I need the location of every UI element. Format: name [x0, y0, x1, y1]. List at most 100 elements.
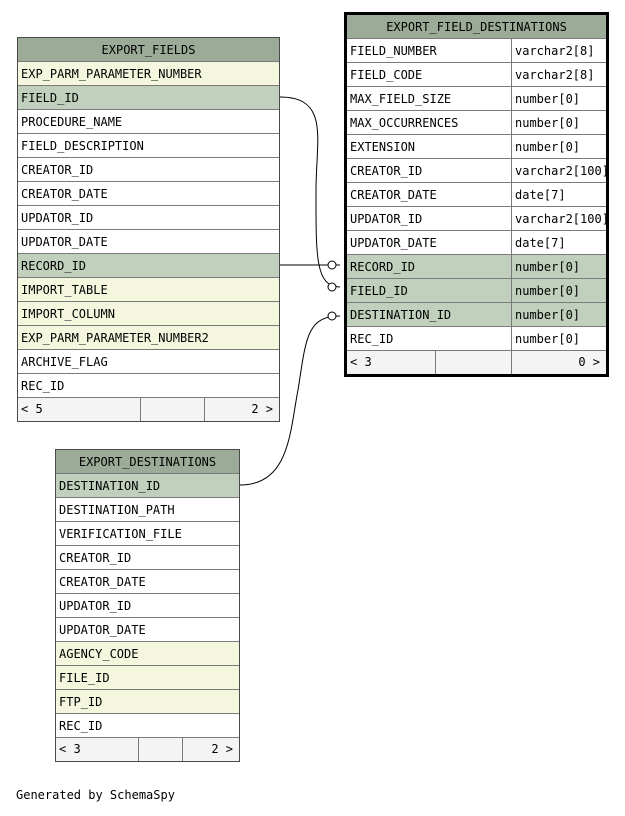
column-name: FIELD_CODE: [350, 68, 423, 82]
column-name: REC_ID: [350, 332, 394, 346]
column-row-creator-date[interactable]: CREATOR_DATE: [18, 182, 279, 206]
column-row-updator-date[interactable]: UPDATOR_DATE: [18, 230, 279, 254]
column-name: FIELD_DESCRIPTION: [21, 139, 144, 153]
table-export-fields[interactable]: EXPORT_FIELDS EXP_PARM_PARAMETER_NUMBER F…: [17, 37, 280, 422]
column-row-exp-parm-parameter-number2[interactable]: EXP_PARM_PARAMETER_NUMBER2: [18, 326, 279, 350]
column-row-agency-code[interactable]: AGENCY_CODE: [56, 642, 239, 666]
column-row-updator-date[interactable]: UPDATOR_DATE: [56, 618, 239, 642]
column-name: UPDATOR_DATE: [21, 235, 108, 249]
column-name: UPDATOR_DATE: [59, 623, 146, 637]
column-name: UPDATOR_ID: [350, 212, 423, 226]
column-row-destination-id[interactable]: DESTINATION_ID: [56, 474, 239, 498]
footer-spacer: [435, 351, 511, 374]
column-row-file-id[interactable]: FILE_ID: [56, 666, 239, 690]
column-row-field-number[interactable]: FIELD_NUMBER varchar2[8]: [347, 39, 606, 63]
column-row-creator-date[interactable]: CREATOR_DATE: [56, 570, 239, 594]
column-name: MAX_OCCURRENCES: [350, 116, 459, 130]
column-name: AGENCY_CODE: [59, 647, 139, 661]
column-name: FIELD_NUMBER: [350, 44, 437, 58]
column-name: FTP_ID: [59, 695, 103, 709]
column-type: number[0]: [511, 135, 606, 158]
column-row-destination-id[interactable]: DESTINATION_ID number[0]: [347, 303, 606, 327]
column-name: CREATOR_ID: [350, 164, 423, 178]
column-row-ftp-id[interactable]: FTP_ID: [56, 690, 239, 714]
column-name: DESTINATION_ID: [59, 479, 161, 493]
column-name: IMPORT_TABLE: [21, 283, 108, 297]
column-type: number[0]: [511, 87, 606, 110]
column-type: number[0]: [511, 327, 606, 350]
parents-count[interactable]: < 3: [59, 742, 81, 756]
column-row-updator-id[interactable]: UPDATOR_ID: [56, 594, 239, 618]
column-type: number[0]: [511, 255, 606, 278]
column-name: VERIFICATION_FILE: [59, 527, 182, 541]
column-type: number[0]: [511, 279, 606, 302]
column-row-creator-id[interactable]: CREATOR_ID: [56, 546, 239, 570]
table-title[interactable]: EXPORT_FIELD_DESTINATIONS: [347, 15, 606, 39]
column-name: UPDATOR_ID: [59, 599, 132, 613]
table-footer: < 3 0 >: [347, 351, 606, 374]
column-name: RECORD_ID: [21, 259, 87, 273]
table-footer: < 3 2 >: [56, 738, 239, 761]
column-type: varchar2[100]: [511, 207, 606, 230]
children-count[interactable]: 0 >: [511, 351, 606, 374]
column-name: IMPORT_COLUMN: [21, 307, 115, 321]
column-row-exp-parm-parameter-number[interactable]: EXP_PARM_PARAMETER_NUMBER: [18, 62, 279, 86]
table-title[interactable]: EXPORT_FIELDS: [18, 38, 279, 62]
column-name: DESTINATION_ID: [350, 308, 452, 322]
column-row-field-description[interactable]: FIELD_DESCRIPTION: [18, 134, 279, 158]
column-type: date[7]: [511, 231, 606, 254]
column-row-rec-id[interactable]: REC_ID: [18, 374, 279, 398]
column-name: PROCEDURE_NAME: [21, 115, 123, 129]
column-name: EXP_PARM_PARAMETER_NUMBER: [21, 67, 202, 81]
column-row-rec-id[interactable]: REC_ID number[0]: [347, 327, 606, 351]
children-count[interactable]: 2 >: [182, 738, 239, 761]
column-row-record-id[interactable]: RECORD_ID: [18, 254, 279, 278]
column-name: DESTINATION_PATH: [59, 503, 175, 517]
column-name: REC_ID: [21, 379, 65, 393]
column-row-updator-date[interactable]: UPDATOR_DATE date[7]: [347, 231, 606, 255]
column-name: EXP_PARM_PARAMETER_NUMBER2: [21, 331, 209, 345]
parents-count[interactable]: < 5: [21, 402, 43, 416]
column-row-procedure-name[interactable]: PROCEDURE_NAME: [18, 110, 279, 134]
column-row-creator-id[interactable]: CREATOR_ID: [18, 158, 279, 182]
column-name: MAX_FIELD_SIZE: [350, 92, 452, 106]
children-count[interactable]: 2 >: [204, 398, 279, 421]
table-export-destinations[interactable]: EXPORT_DESTINATIONS DESTINATION_ID DESTIN…: [55, 449, 240, 762]
column-name: FIELD_ID: [21, 91, 79, 105]
column-name: REC_ID: [59, 719, 103, 733]
column-name: CREATOR_DATE: [21, 187, 108, 201]
column-name: CREATOR_ID: [59, 551, 132, 565]
column-row-verification-file[interactable]: VERIFICATION_FILE: [56, 522, 239, 546]
column-type: number[0]: [511, 303, 606, 326]
column-row-destination-path[interactable]: DESTINATION_PATH: [56, 498, 239, 522]
column-row-archive-flag[interactable]: ARCHIVE_FLAG: [18, 350, 279, 374]
relationship-field-id-marker: [327, 282, 337, 292]
table-title[interactable]: EXPORT_DESTINATIONS: [56, 450, 239, 474]
caption: Generated by SchemaSpy: [16, 788, 175, 802]
footer-spacer: [138, 738, 182, 761]
column-row-import-table[interactable]: IMPORT_TABLE: [18, 278, 279, 302]
column-row-import-column[interactable]: IMPORT_COLUMN: [18, 302, 279, 326]
column-row-creator-id[interactable]: CREATOR_ID varchar2[100]: [347, 159, 606, 183]
column-name: FILE_ID: [59, 671, 110, 685]
column-row-updator-id[interactable]: UPDATOR_ID: [18, 206, 279, 230]
column-type: varchar2[100]: [511, 159, 606, 182]
table-footer: < 5 2 >: [18, 398, 279, 421]
column-name: CREATOR_ID: [21, 163, 94, 177]
column-row-rec-id[interactable]: REC_ID: [56, 714, 239, 738]
column-name: UPDATOR_DATE: [350, 236, 437, 250]
column-row-field-id[interactable]: FIELD_ID: [18, 86, 279, 110]
relationship-destination-id-marker: [327, 311, 337, 321]
column-name: CREATOR_DATE: [350, 188, 437, 202]
column-type: varchar2[8]: [511, 39, 606, 62]
parents-count[interactable]: < 3: [350, 355, 372, 369]
column-row-max-field-size[interactable]: MAX_FIELD_SIZE number[0]: [347, 87, 606, 111]
column-row-updator-id[interactable]: UPDATOR_ID varchar2[100]: [347, 207, 606, 231]
